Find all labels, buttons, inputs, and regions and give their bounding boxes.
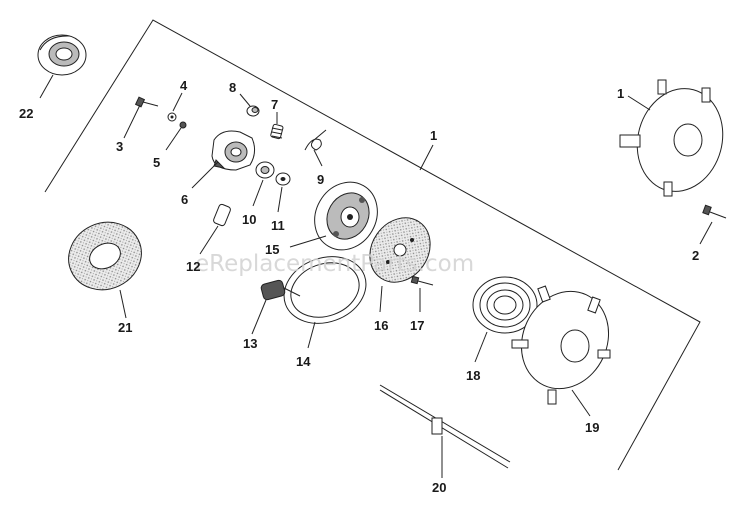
callout-1-cup: 1 — [617, 86, 624, 101]
callout-15: 15 — [265, 242, 279, 257]
part-11-washer-icon — [275, 172, 291, 186]
callout-13: 13 — [243, 336, 257, 351]
callout-labels: 22 3 4 5 6 8 7 9 10 11 12 15 13 14 16 17… — [19, 78, 699, 495]
callout-2: 2 — [692, 248, 699, 263]
callout-11: 11 — [271, 218, 285, 233]
part-18-recoil-spring-icon — [472, 276, 538, 334]
callout-1-assembly: 1 — [430, 128, 437, 143]
callout-17: 17 — [410, 318, 424, 333]
part-15-pulley-icon — [314, 181, 378, 251]
part-5-nut-icon — [179, 121, 187, 129]
callout-16: 16 — [374, 318, 388, 333]
assembly-boundary-line — [44, 19, 701, 471]
part-10-washer-icon — [255, 161, 275, 179]
callout-3: 3 — [116, 139, 123, 154]
callout-20: 20 — [432, 480, 446, 495]
callout-9: 9 — [317, 172, 324, 187]
callout-4: 4 — [180, 78, 188, 93]
watermark-text: eReplacementParts.com — [195, 251, 474, 277]
part-2-screw-icon — [702, 204, 727, 219]
part-16-plate-icon — [369, 217, 431, 283]
callout-5: 5 — [153, 155, 160, 170]
callout-6: 6 — [181, 192, 188, 207]
part-14-rope-ring-icon — [283, 256, 367, 324]
callout-19: 19 — [585, 420, 599, 435]
part-8-pin-icon — [246, 105, 260, 117]
callout-18: 18 — [466, 368, 480, 383]
callout-12: 12 — [186, 259, 200, 274]
part-3-screw-icon — [134, 96, 159, 108]
part-20-rod-icon — [379, 384, 511, 469]
leader-lines — [39, 74, 713, 478]
part-19-housing-icon — [511, 285, 611, 405]
callout-8: 8 — [229, 80, 236, 95]
callout-10: 10 — [242, 212, 256, 227]
part-6-cam-icon — [211, 130, 256, 171]
part-22-cup-icon — [37, 34, 87, 76]
part-9-wire-spring-icon — [304, 129, 327, 151]
part-12-sleeve-icon — [213, 203, 231, 227]
part-17-screw-icon — [410, 275, 434, 286]
callout-22: 22 — [19, 106, 33, 121]
part-21-washer-icon — [68, 221, 142, 291]
part-1-starter-cup-icon — [619, 79, 724, 197]
callout-7: 7 — [271, 97, 278, 112]
part-7-spring-icon — [270, 123, 284, 140]
part-13-handle-icon — [260, 279, 301, 301]
callout-14: 14 — [296, 354, 311, 369]
callout-21: 21 — [118, 320, 132, 335]
